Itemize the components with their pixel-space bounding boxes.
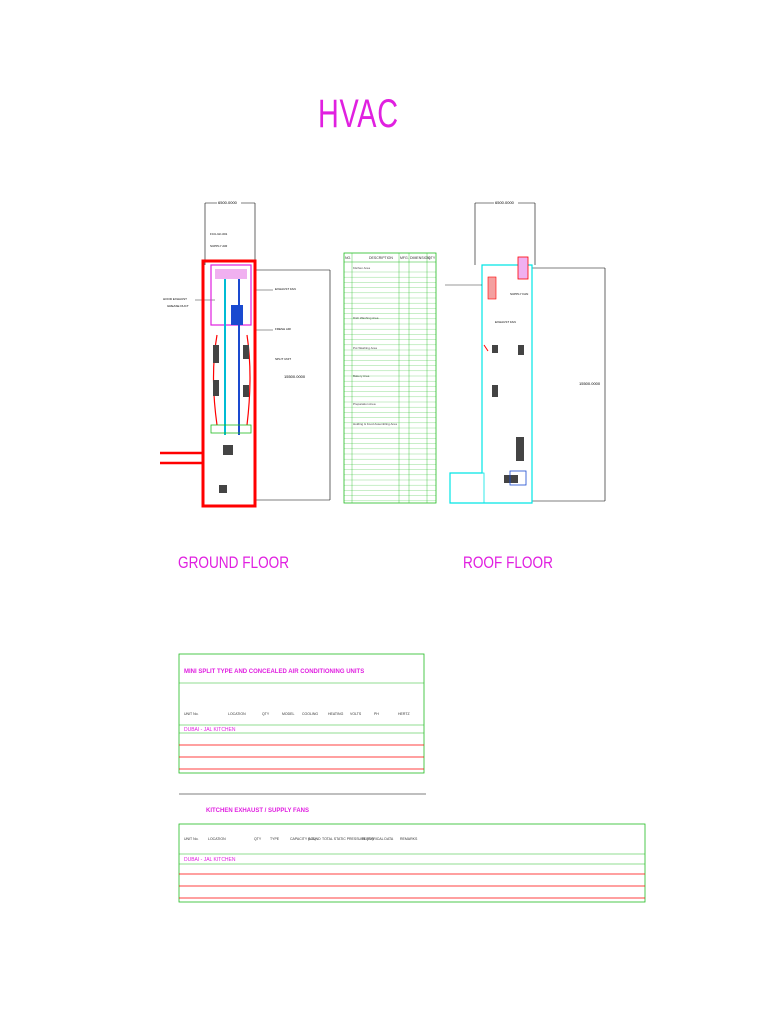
- svg-text:EXHAUST FAN: EXHAUST FAN: [495, 320, 516, 324]
- mini-split-title: MINI SPLIT TYPE AND CONCEALED AIR CONDIT…: [184, 669, 364, 675]
- mini-split-table: MINI SPLIT TYPE AND CONCEALED AIR CONDIT…: [178, 653, 425, 774]
- mini-split-header: HERTZ: [398, 712, 410, 716]
- kitchen-exhaust-section: DUBAI - JAL KITCHEN: [184, 857, 236, 863]
- page-title: HVAC: [318, 92, 399, 136]
- rf-dim-side: 15500.0000: [579, 381, 601, 386]
- kitchen-exhaust-header: TYPE: [270, 837, 280, 841]
- schedule-section-kitchen: Kitchen Area: [353, 266, 370, 270]
- mini-split-header: COOLING: [302, 712, 318, 716]
- mini-split-header: LOCATION: [228, 712, 246, 716]
- kitchen-exhaust-header: LOCATION: [208, 837, 226, 841]
- mini-split-header: QTY: [262, 712, 270, 716]
- svg-text:SUPPLY FAN: SUPPLY FAN: [510, 292, 528, 296]
- mini-split-header: MODEL: [282, 712, 295, 716]
- schedule-section-potwash: Pot Washing Area: [353, 346, 377, 350]
- gf-dim-side: 15500.0000: [284, 374, 306, 379]
- svg-text:SPLIT UNIT: SPLIT UNIT: [275, 357, 291, 361]
- svg-text:HOOD EXHAUST: HOOD EXHAUST: [163, 297, 187, 301]
- schedule-col-mfg: MFG.: [400, 256, 409, 260]
- schedule-col-description: DESCRIPTION: [369, 256, 393, 260]
- svg-text:GREASE DUCT: GREASE DUCT: [167, 304, 189, 308]
- svg-text:EXHAUST FAN: EXHAUST FAN: [275, 287, 296, 291]
- kitchen-exhaust-header: CAPACITY (L/S): [290, 837, 316, 841]
- rf-dim-top: 6500.0000: [495, 200, 515, 205]
- kitchen-exhaust-header: REMARKS: [400, 837, 418, 841]
- roof-floor-label: ROOF FLOOR: [463, 553, 553, 572]
- ground-floor-plan: 6500.0000 15500.0000 FCU-GF-001 SUPPLY A…: [160, 199, 331, 508]
- gf-dim-top: 6500.0000: [218, 200, 238, 205]
- schedule-section-dishwash: Dish Washing Area: [353, 316, 379, 320]
- mini-split-section: DUBAI - JAL KITCHEN: [184, 727, 236, 733]
- kitchen-exhaust-table: KITCHEN EXHAUST / SUPPLY FANS DUBAI - JA…: [178, 793, 646, 903]
- roof-floor-plan: 6500.0000 15500.0000 EXHAUST FAN SUPPLY …: [445, 199, 606, 504]
- schedule-section-holding: Holding & Food Assembling Area: [353, 422, 397, 426]
- svg-text:FCU-GF-001: FCU-GF-001: [210, 232, 228, 236]
- equipment-schedule: NO. DESCRIPTION MFG. DIMENSION QTY Kitch…: [343, 252, 437, 504]
- mini-split-header: PH: [374, 712, 379, 716]
- kitchen-exhaust-header: UNIT No.: [184, 837, 199, 841]
- schedule-col-dimension: DIMENSION: [410, 256, 430, 260]
- kitchen-exhaust-header: SOUND: [308, 837, 321, 841]
- ground-floor-label: GROUND FLOOR: [178, 553, 290, 572]
- svg-text:FRESH AIR: FRESH AIR: [275, 327, 292, 331]
- svg-text:SUPPLY AIR: SUPPLY AIR: [210, 244, 228, 248]
- kitchen-exhaust-title: KITCHEN EXHAUST / SUPPLY FANS: [206, 808, 309, 814]
- mini-split-header: VOLTS: [350, 712, 362, 716]
- schedule-col-no: NO.: [345, 256, 351, 260]
- mini-split-header: UNIT No.: [184, 712, 199, 716]
- mini-split-header: HEATING: [328, 712, 344, 716]
- kitchen-exhaust-header: TOTAL STATIC PRESSURE (Pa): [322, 837, 374, 841]
- kitchen-exhaust-header: ELECTRICAL DATA: [362, 837, 394, 841]
- kitchen-exhaust-header: QTY: [254, 837, 262, 841]
- schedule-section-prep: Preparation Area: [353, 402, 376, 406]
- schedule-col-qty: QTY: [428, 256, 436, 260]
